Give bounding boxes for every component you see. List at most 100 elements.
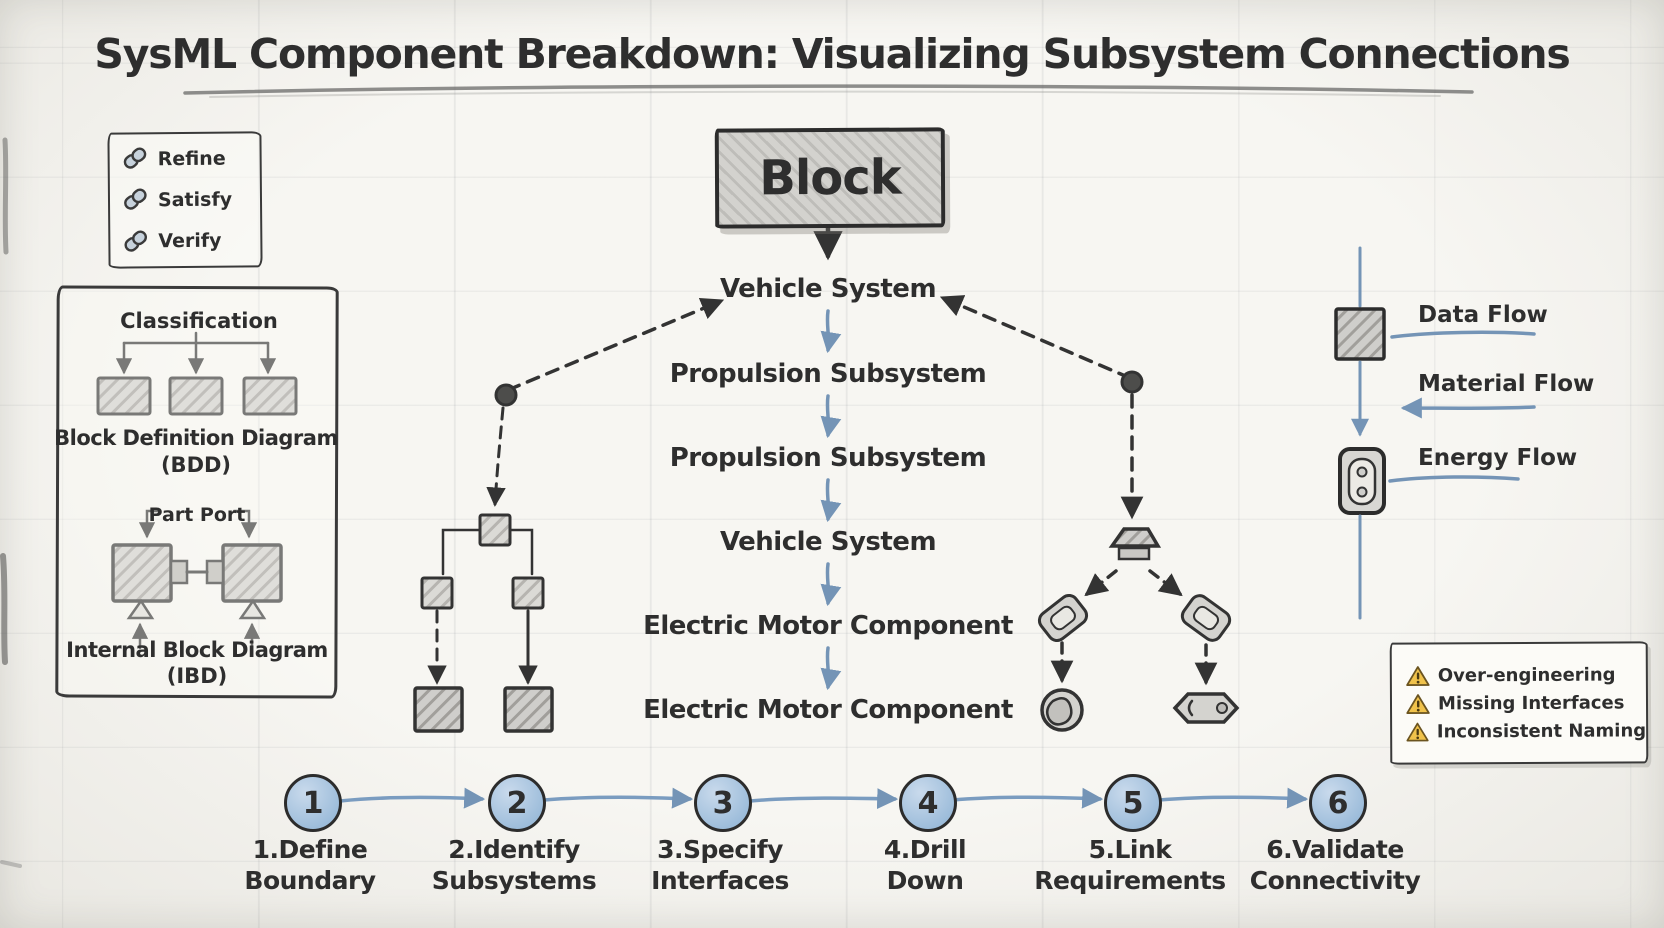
step-label-line2: Connectivity [1249,866,1421,895]
material-flow-label: Material Flow [1418,371,1595,397]
energy-flow-underline [1388,475,1520,483]
warning-triangle-icon [1406,665,1430,686]
step-label-line1: 2.Identify [448,835,580,864]
step-label-1: 1.Define Boundary [190,834,430,896]
diagram-types-panel [55,285,339,699]
step-label-2: 2.Identify Subsystems [394,834,634,896]
bdd-block-1 [96,376,152,416]
step-circle-3: 3 [694,774,752,832]
step-circle-5: 5 [1104,774,1162,832]
step-circle-4: 4 [899,774,957,832]
step-number: 5 [1122,785,1144,821]
step-label-3: 3.Specify Interfaces [600,834,840,896]
relationship-label: Verify [158,229,222,253]
part-port-label: Part Port [148,504,246,526]
data-flow-underline [1390,330,1536,339]
page-title: SysML Component Breakdown: Visualizing S… [94,30,1570,78]
warning-item: Over-engineering [1406,664,1646,686]
root-block-label: Block [759,149,901,207]
component-pill-icon-right [1180,594,1232,642]
ibd-caption-line2: (IBD) [166,664,228,688]
root-block-box: Block [714,127,946,229]
warning-item: Inconsistent Naming [1406,720,1646,742]
step-label-line2: Boundary [244,866,376,895]
step-number: 3 [712,785,734,821]
step-label-line1: 6.Validate [1266,835,1404,864]
hierarchy-level-1: Vehicle System [719,274,937,304]
ibd-port-notch-right [238,598,267,620]
warning-label: Missing Interfaces [1437,691,1625,714]
data-flow-label: Data Flow [1418,302,1548,328]
hierarchy-level-5: Electric Motor Component [643,611,1013,641]
classification-label: Classification [120,309,278,333]
chain-link-icon [124,230,148,252]
step-label-5: 5.Link Requirements [1010,834,1250,896]
trapezoid-node-icon [1108,527,1162,561]
ibd-caption-line1: Internal Block Diagram [66,638,328,662]
warning-label: Over-engineering [1437,663,1616,686]
left-subtree-leaf-right [503,686,554,733]
left-subtree-leaf-left [413,686,464,733]
step-label-line1: 4.Drill [883,835,967,864]
step-label-line2: Subsystems [431,866,597,895]
hierarchy-level-2: Propulsion Subsystem [669,359,987,389]
energy-node-icon [1338,447,1386,515]
warning-item: Missing Interfaces [1406,692,1646,714]
right-subtree-root-node [1120,370,1144,394]
relationship-verify: Verify [122,228,260,254]
step-circle-6: 6 [1309,774,1367,832]
warning-label: Inconsistent Naming [1436,719,1647,742]
hierarchy-arrows [820,309,842,691]
step-label-line1: 5.Link [1088,835,1172,864]
hierarchy-level-6: Electric Motor Component [643,695,1013,725]
hierarchy-level-3: Propulsion Subsystem [669,443,987,473]
right-subtree [1037,370,1240,732]
step-label-line2: Down [886,866,964,895]
step-number: 2 [506,785,528,821]
chain-link-icon [124,188,147,211]
relationship-label: Refine [157,147,226,170]
warning-triangle-icon [1406,722,1429,741]
bdd-caption-line1: Block Definition Diagram [54,426,338,450]
data-flow-node-icon [1334,307,1386,361]
component-blob-icon [1040,688,1084,732]
component-hex-icon [1172,692,1240,724]
left-subtree [413,383,554,733]
relationship-satisfy: Satisfy [122,187,260,213]
trace-dashed-arrows [506,295,1132,392]
ibd-diagram [111,509,283,650]
relationship-refine: Refine [122,146,260,172]
left-subtree-mid-block-right [511,576,545,610]
step-connector-arrows [338,787,1309,810]
material-flow-arrow [1400,397,1536,419]
step-number: 1 [302,785,324,821]
relationships-box: Refine Satisfy Verify [107,131,263,269]
hierarchy-level-4: Vehicle System [719,527,937,557]
bdd-caption-line2: (BDD) [160,453,232,477]
component-pill-icon-left [1037,593,1089,643]
warning-triangle-icon [1406,693,1430,714]
chain-link-icon [123,147,147,169]
step-label-line1: 1.Define [252,835,368,864]
left-subtree-mid-block-left [420,576,454,610]
paper-edge-marks [0,137,22,868]
step-label-line2: Interfaces [651,866,789,895]
left-subtree-root-node [494,383,518,407]
bdd-block-2 [168,376,224,416]
left-subtree-top-block [478,513,512,547]
step-label-line1: 3.Specify [657,835,783,864]
step-label-6: 6.Validate Connectivity [1215,834,1455,896]
ibd-port-notch-left [126,598,155,620]
step-circle-1: 1 [284,774,342,832]
title-underline [183,84,1474,98]
bdd-classification-tree [96,331,298,416]
relationship-label: Satisfy [157,188,233,212]
step-label-4: 4.Drill Down [805,834,1045,896]
step-number: 4 [917,785,939,821]
bdd-block-3 [242,376,298,416]
energy-flow-label: Energy Flow [1418,445,1578,471]
pitfalls-box: Over-engineering Missing Interfaces Inco… [1389,641,1649,765]
step-label-line2: Requirements [1034,866,1226,895]
